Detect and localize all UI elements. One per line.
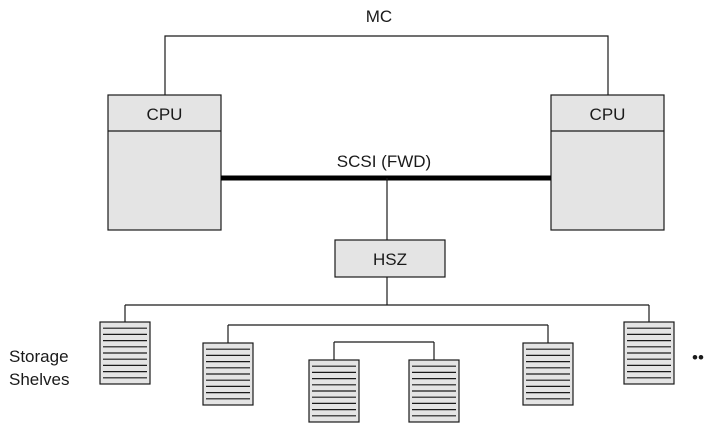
cpu-left-label: CPU <box>147 105 183 124</box>
hsz-controller: HSZ <box>334 239 446 278</box>
hsz-label: HSZ <box>373 250 407 269</box>
cpu-right-box <box>550 94 665 231</box>
mc-link <box>164 35 609 95</box>
hsz-box <box>334 239 446 278</box>
scsi-label: SCSI (FWD) <box>337 152 431 171</box>
cpu-left: CPU <box>107 94 222 231</box>
storage-shelf-icon <box>522 342 574 406</box>
storage-shelf-icon <box>408 359 460 423</box>
more-shelves-ellipsis: •• <box>692 348 704 367</box>
storage-label-line2: Shelves <box>9 370 69 389</box>
storage-shelf-icon <box>623 321 675 385</box>
storage-shelf-icon <box>308 359 360 423</box>
cpu-right: CPU <box>550 94 665 231</box>
mc-label: MC <box>366 7 392 26</box>
storage-label-line1: Storage <box>9 347 69 366</box>
storage-shelves <box>99 321 675 423</box>
cpu-right-label: CPU <box>590 105 626 124</box>
storage-shelf-icon <box>99 321 151 385</box>
cpu-left-box <box>107 94 222 231</box>
storage-shelf-icon <box>202 342 254 406</box>
